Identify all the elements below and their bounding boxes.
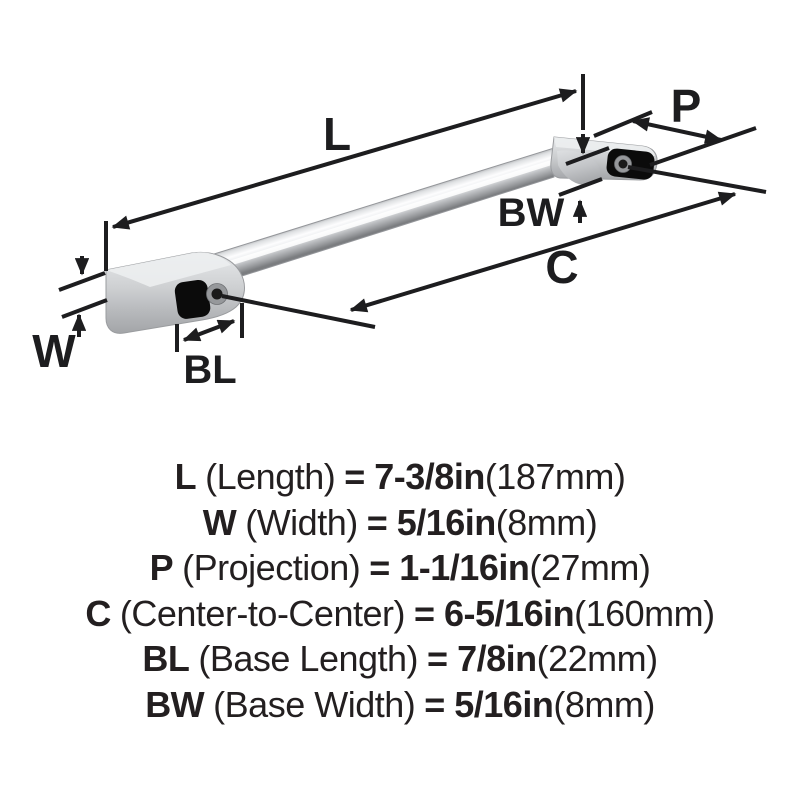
dimension-callouts: L P BW C [32,74,767,392]
bl-arrow-line [182,319,236,342]
spec-row-base-length: BL(Base Length)= 7/8in(22mm) [0,636,800,682]
p-dimension: P [593,80,757,167]
p-ext-line-1 [593,110,653,138]
c-ext-line-left [221,294,376,329]
spec-symbol: W [202,501,237,543]
spec-metric: (22mm) [536,638,659,679]
w-ext-line-top [58,271,106,292]
spec-row-projection: P(Projection)= 1-1/16in(27mm) [0,545,800,591]
spec-label: (Base Width) [213,683,416,725]
left-screw-hole-icon [211,288,223,300]
l-arrow-line [111,88,578,230]
spec-symbol: C [85,592,111,634]
dimension-diagram: L P BW C [32,74,767,392]
c-ext-line-right [627,165,767,194]
spec-value: = 6-5/16in [413,592,575,634]
spec-row-center-to-center: C(Center-to-Center)= 6-5/16in(160mm) [0,591,800,637]
spec-row-base-width: BW(Base Width)= 5/16in(8mm) [0,682,800,728]
spec-label: (Projection) [182,547,361,588]
w-ext-line-bottom [61,298,108,319]
left-base-opening [174,279,211,319]
bw-ext-line-top [565,146,610,166]
spec-value: = 5/16in [424,683,554,725]
label-center-to-center: C [545,241,578,293]
right-screw-hole-icon [618,159,628,169]
label-base-length: BL [183,348,236,392]
spec-symbol: P [149,547,174,588]
spec-row-length: L(Length)= 7-3/8in(187mm) [0,454,800,500]
spec-metric: (8mm) [553,683,655,725]
label-base-width: BW [498,191,565,235]
spec-metric: (160mm) [574,592,715,634]
spec-metric: (8mm) [495,501,598,543]
spec-metric: (27mm) [529,547,651,588]
left-base [105,251,245,334]
spec-row-width: W(Width)= 5/16in(8mm) [0,500,800,546]
c-arrow-line [349,191,737,313]
label-width: W [32,325,76,377]
spec-list: L(Length)= 7-3/8in(187mm) W(Width)= 5/16… [0,454,800,727]
spec-label: (Center-to-Center) [119,592,406,634]
handle-illustration [105,136,658,334]
spec-label: (Length) [205,456,336,497]
spec-symbol: BW [145,683,205,725]
spec-symbol: L [174,456,197,497]
spec-symbol: BL [142,638,190,679]
right-base [550,136,658,186]
left-base-top-face [106,252,231,287]
spec-value: = 1-1/16in [369,547,530,588]
spec-value: = 7/8in [427,638,537,679]
label-length: L [323,108,351,160]
spec-value: = 7-3/8in [344,456,485,497]
spec-label: (Width) [245,501,358,543]
spec-value: = 5/16in [366,501,497,543]
spec-metric: (187mm) [484,456,626,497]
spec-label: (Base Length) [198,638,419,679]
label-projection: P [671,80,702,132]
c-dimension: C [221,165,767,329]
p-arrow-line [631,117,723,144]
bl-dimension: BL [175,303,244,392]
w-dimension: W [32,256,108,377]
l-dimension: L [104,74,585,271]
p-ext-line-2 [649,126,757,167]
